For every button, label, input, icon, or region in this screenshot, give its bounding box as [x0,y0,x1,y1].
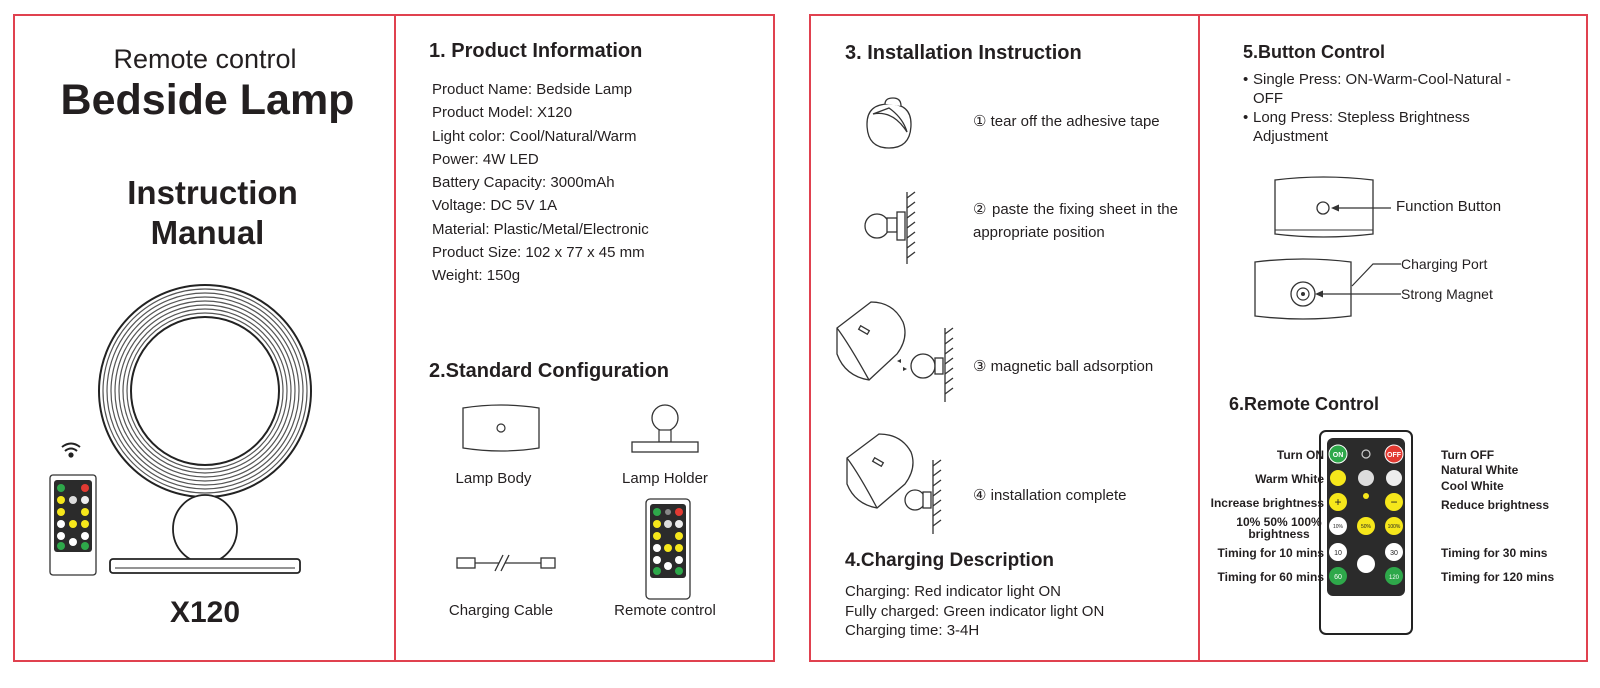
spec-model: Product Model: X120 [432,104,573,122]
label-timing-10: Timing for 10 mins [1217,546,1324,560]
label-cool-white: Cool White [1441,479,1504,493]
label-timing-30: Timing for 30 mins [1441,546,1548,560]
lamp-holder-icon [631,404,699,453]
right-sheet: 3. Installation Instruction ① tear off t… [809,14,1588,662]
btn-t120-text: 120 [1389,575,1400,581]
magnetic-adsorption-icon [836,301,954,402]
remote-diagram: ON OFF + − 10% 50% 100% 10 30 60 120 [1319,430,1413,635]
spec-name: Product Name: Bedside Lamp [432,81,633,98]
label-turn-on: Turn ON [1276,448,1324,462]
config-charging-cable: Charging Cable [448,602,554,619]
step-1: ① tear off the adhesive tape [973,113,1160,130]
spec-weight: Weight: 150g [432,267,521,285]
config-heading: 2.Standard Configuration [429,360,669,382]
step-2: ② paste the fixing sheet in the appropri… [973,201,1178,241]
spec-size: Product Size: 102 x 77 x 45 mm [432,244,645,262]
lamp-illustration [98,284,312,574]
button-bullets: • Single Press: ON-Warm-Cool-Natural -OF… [1243,70,1533,146]
charging-port-label: Charging Port [1401,256,1488,272]
fixing-sheet-icon [864,191,916,264]
left-sheet: Remote control Bedside Lamp Instruction … [13,14,775,662]
spec-light-color: Light color: Cool/Natural/Warm [432,127,637,145]
config-remote-control: Remote control [614,602,716,619]
label-natural-white: Natural White [1441,463,1519,477]
button-control-heading: 5.Button Control [1243,42,1385,62]
manual-line-2: Manual [150,214,265,251]
bullet-long-press: • Long Press: Stepless Brightness Adjust… [1243,108,1533,146]
panel-divider [1198,16,1200,660]
lamp-body-icon [462,404,540,452]
panel-divider [394,16,396,660]
bullet-long-press-text: Long Press: Stepless Brightness Adjustme… [1253,109,1470,145]
installation-heading: 3. Installation Instruction [845,42,1082,64]
btn-on-text: ON [1333,452,1344,459]
btn-off-text: OFF [1387,452,1402,459]
btn-t30-text: 30 [1390,550,1398,557]
config-lamp-body: Lamp Body [455,470,532,487]
charging-line-3: Charging time: 3-4H [845,622,980,639]
btn-t10-text: 10 [1334,550,1342,557]
spec-list: Product Name: Bedside Lamp Product Model… [432,78,649,288]
svg-text:+: + [1334,495,1341,509]
label-increase-brightness: Increase brightness [1210,496,1324,510]
wifi-signal-icon [61,442,81,458]
bullet-single-press-text: Single Press: ON-Warm-Cool-Natural -OFF [1253,71,1511,107]
charging-lines: Charging: Red indicator light ON Fully c… [845,582,1104,641]
svg-text:−: − [1390,495,1397,509]
cover-subtitle: Remote control [113,44,297,74]
charging-line-1: Charging: Red indicator light ON [845,583,1061,600]
label-timing-60: Timing for 60 mins [1217,570,1324,584]
model-label: X120 [169,596,241,629]
function-button-label: Function Button [1396,198,1502,215]
label-brightness-levels: 10% 50% 100% brightness [1236,515,1322,541]
label-turn-off: Turn OFF [1441,448,1495,462]
installation-complete-icon [846,433,942,534]
config-lamp-holder: Lamp Holder [622,470,708,487]
label-warm-white: Warm White [1255,472,1324,486]
bullet-dot: • [1243,109,1249,126]
label-timing-120: Timing for 120 mins [1441,570,1555,584]
label-reduce-brightness: Reduce brightness [1441,498,1550,512]
step-4: ④ installation complete [973,487,1127,504]
charging-cable-icon [456,554,556,572]
manual-line-1: Instruction [127,174,298,211]
step-3: ③ magnetic ball adsorption [973,358,1154,375]
spec-voltage: Voltage: DC 5V 1A [432,197,558,215]
lamp-bottom-view-icon [1254,258,1401,320]
bullet-single-press: • Single Press: ON-Warm-Cool-Natural -OF… [1243,70,1533,108]
charging-line-2: Fully charged: Green indicator light ON [845,602,1105,620]
btn-10pct-text: 10% [1333,524,1344,530]
remote-control-heading: 6.Remote Control [1229,394,1380,414]
lamp-top-view-icon [1274,176,1391,238]
charging-heading: 4.Charging Description [845,550,1055,571]
remote-thumbnail-icon [49,474,97,576]
remote-control-icon [645,498,691,600]
btn-50pct-text: 50% [1361,524,1372,530]
bullet-dot: • [1243,71,1249,88]
spec-power: Power: 4W LED [432,150,539,168]
btn-100pct-text: 100% [1388,524,1401,530]
product-info-heading: 1. Product Information [429,40,643,62]
cover-title: Bedside Lamp [60,76,355,124]
strong-magnet-label: Strong Magnet [1401,286,1493,302]
adhesive-tape-icon [866,97,912,149]
spec-material: Material: Plastic/Metal/Electronic [432,220,649,238]
btn-t60-text: 60 [1334,574,1342,581]
spec-battery: Battery Capacity: 3000mAh [432,174,615,192]
